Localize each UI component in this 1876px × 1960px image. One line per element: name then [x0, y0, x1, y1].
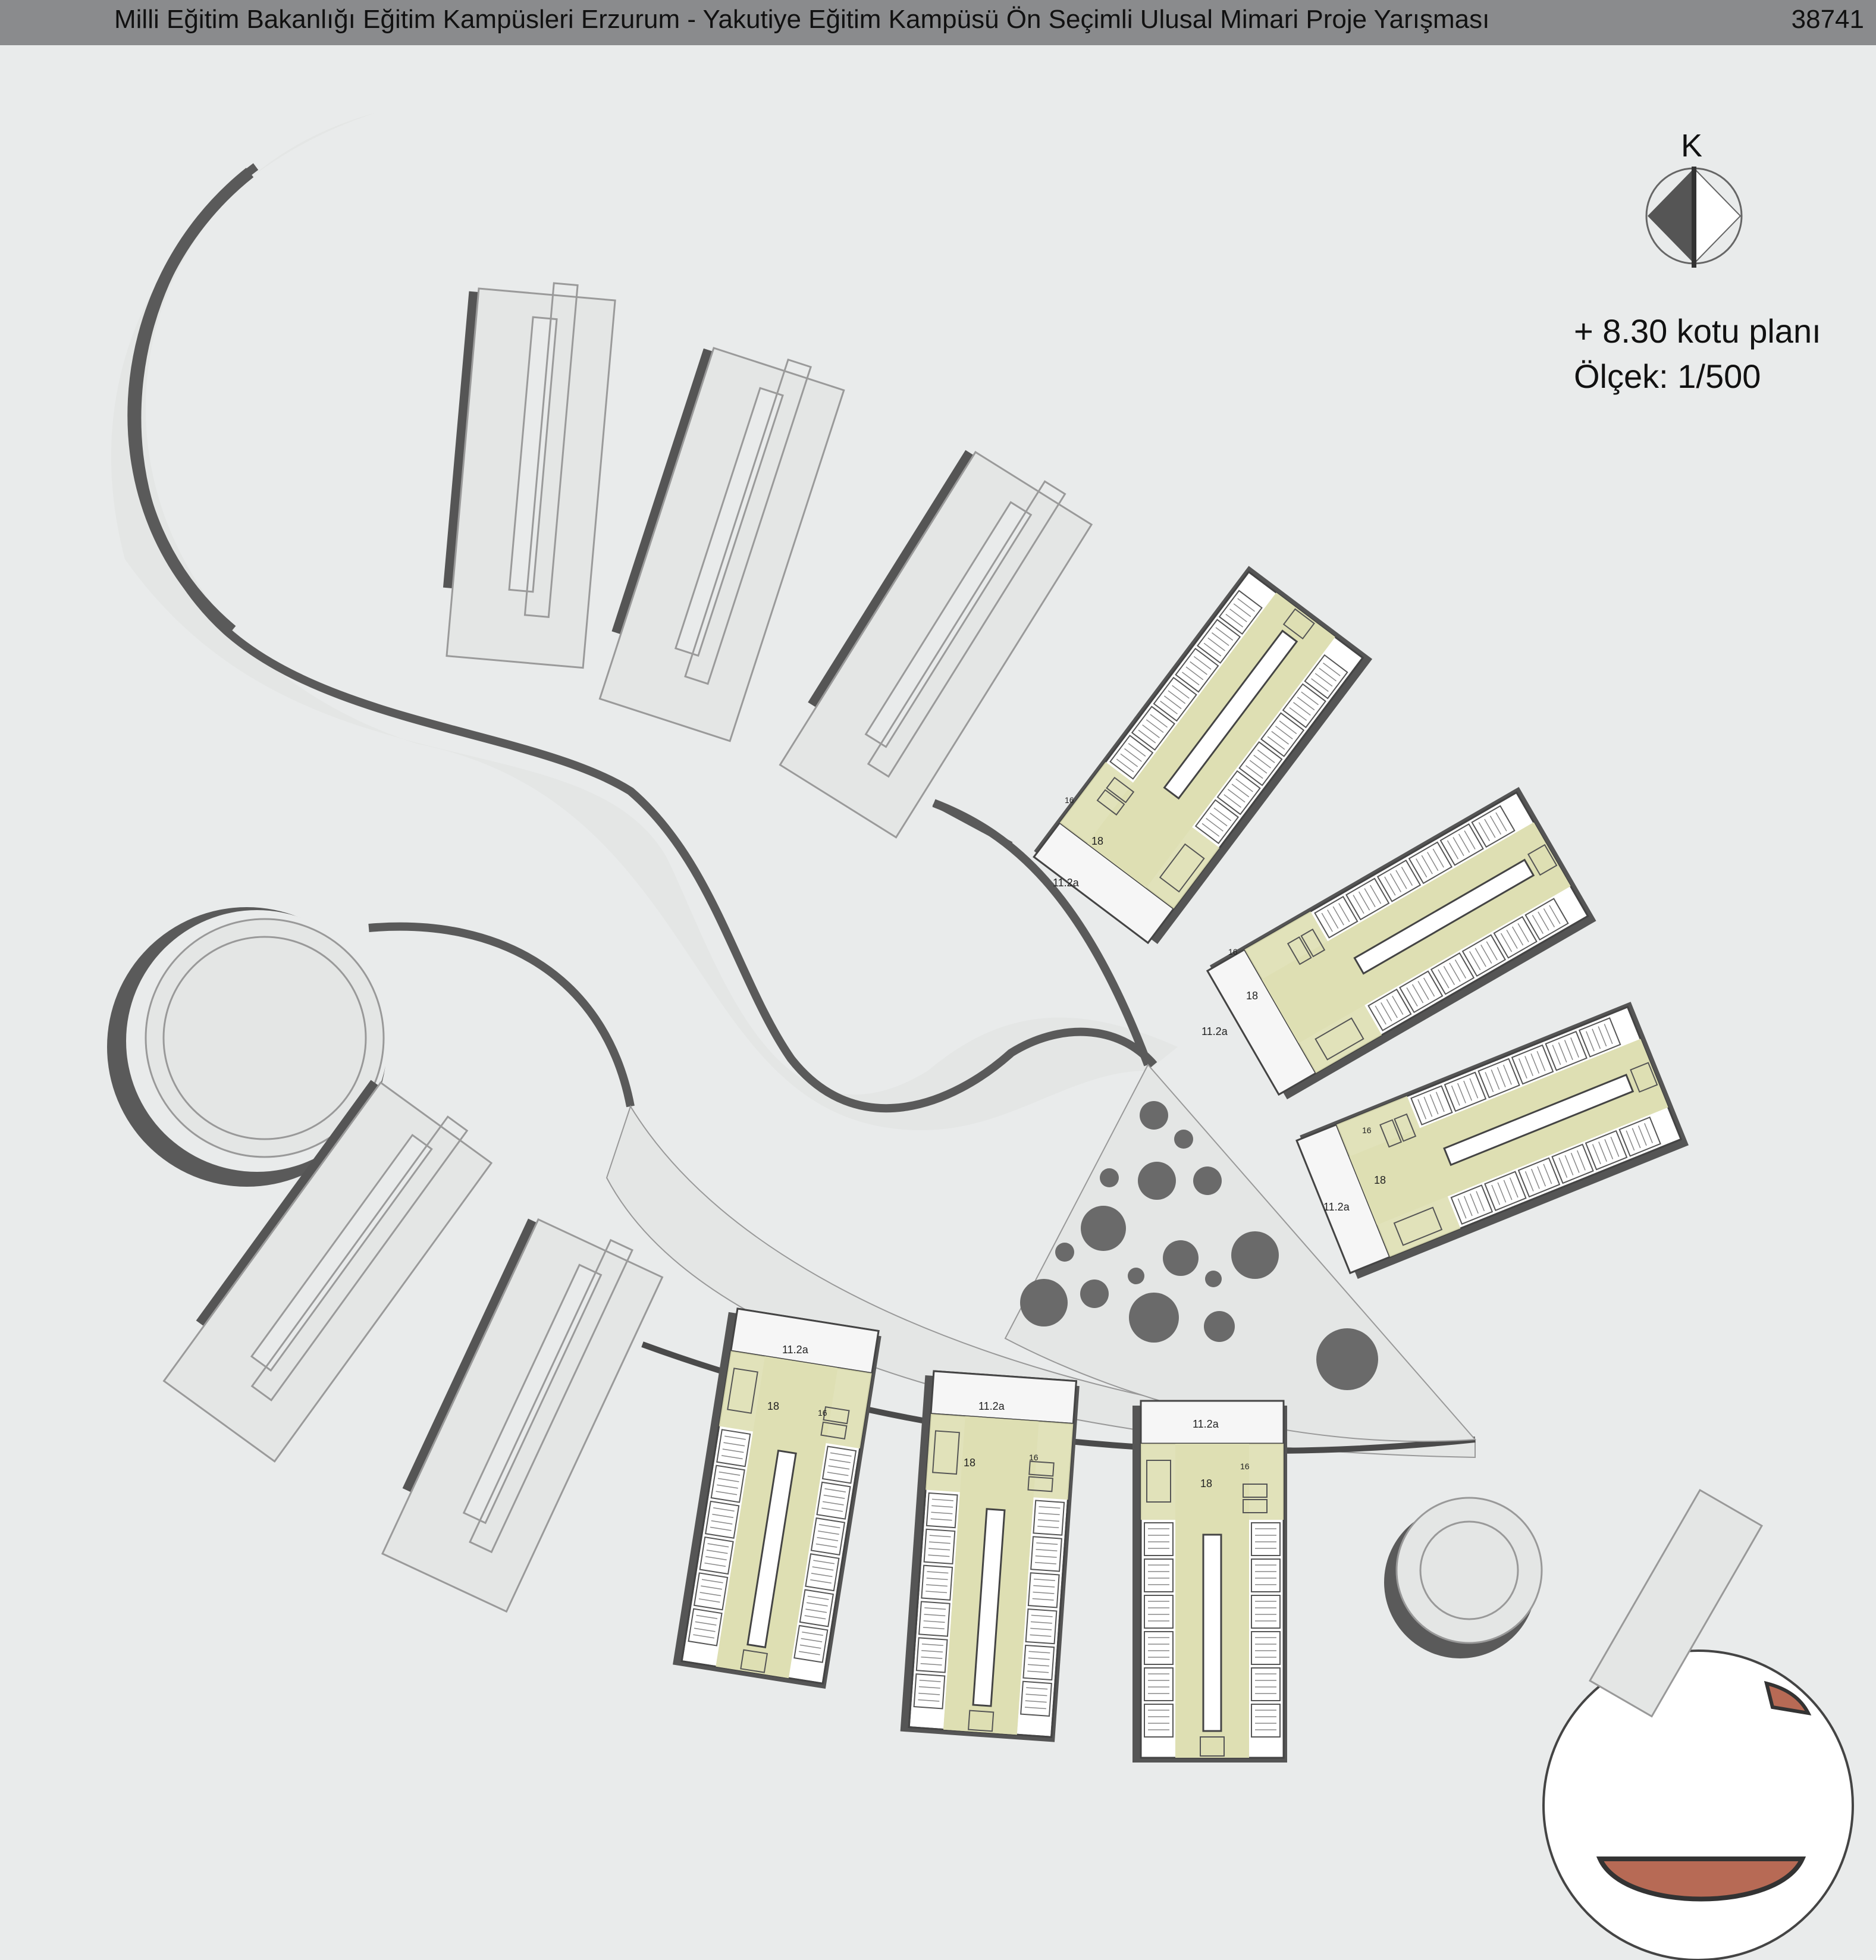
- room-labels: 18 11.2a 18 11.2a 18 11.2a 16 16 16 18 1…: [767, 795, 1386, 1489]
- header-bar: Milli Eğitim Bakanlığı Eğitim Kampüsleri…: [0, 0, 1876, 45]
- entrance-label-s1: 11.2a: [782, 1344, 809, 1356]
- service-label-s3: 16: [1240, 1462, 1250, 1471]
- entrance-label-s3: 11.2a: [1193, 1418, 1219, 1430]
- hall-label-ne3: 18: [1374, 1174, 1386, 1186]
- service-label-ne1: 16: [1065, 795, 1074, 805]
- hall-label-ne2: 18: [1246, 990, 1258, 1002]
- entrance-label-ne2: 11.2a: [1201, 1026, 1228, 1037]
- entrance-label-s2: 11.2a: [978, 1400, 1005, 1412]
- landscape-curves: [111, 113, 1178, 1130]
- wing-s-2: [899, 1369, 1081, 1743]
- service-label-s1: 16: [818, 1408, 827, 1418]
- entrance-label-ne3: 11.2a: [1323, 1201, 1350, 1213]
- service-label-ne2: 16: [1228, 947, 1238, 957]
- circular-plaza-east: [1384, 1497, 1543, 1658]
- site-plan: 18 11.2a 18 11.2a 18 11.2a 16 16 16 18 1…: [107, 113, 1854, 1960]
- hall-label-s1: 18: [767, 1400, 779, 1412]
- circular-plaza-west: [107, 907, 388, 1187]
- service-label-s2: 16: [1029, 1453, 1039, 1462]
- plan-level-label: + 8.30 kotu planı: [1574, 312, 1821, 350]
- hall-label-s2: 18: [964, 1457, 975, 1469]
- north-arrow-icon: [1645, 167, 1743, 268]
- wing-ne-1: [1030, 565, 1373, 949]
- wing-s-3: [1131, 1400, 1288, 1764]
- competition-title: Milli Eğitim Bakanlığı Eğitim Kampüsleri…: [114, 5, 1490, 34]
- service-label-ne3: 16: [1362, 1125, 1372, 1135]
- hall-label-ne1: 18: [1091, 835, 1103, 847]
- entry-code: 38741: [1791, 5, 1864, 34]
- north-label: K: [1681, 128, 1703, 164]
- plan-scale-label: Ölçek: 1/500: [1574, 357, 1761, 395]
- entrance-label-ne1: 11.2a: [1053, 877, 1080, 889]
- pavilion-southeast: [1542, 1488, 1854, 1960]
- hall-label-s3: 18: [1200, 1478, 1212, 1489]
